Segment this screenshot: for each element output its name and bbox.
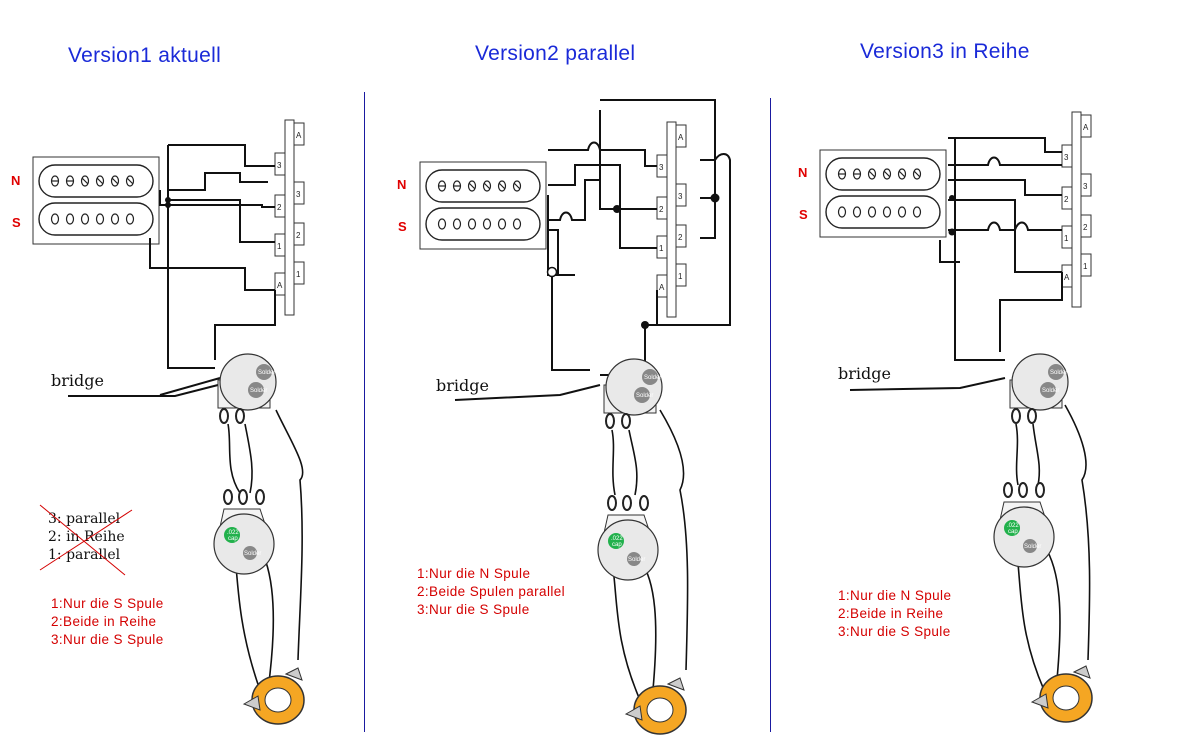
panel1-notes: 1:Nur die S Spule 2:Beide in Reihe 3:Nur…	[51, 595, 164, 649]
panel1-title: Version1 aktuell	[68, 44, 222, 67]
panel3-s-label: S	[799, 207, 808, 222]
panel2-humbucker	[419, 161, 547, 250]
panel1-switch	[274, 119, 305, 316]
crossed-note-line: 2: in Reihe	[48, 529, 125, 545]
divider-1	[364, 92, 365, 732]
panel2-n-label: N	[397, 177, 407, 192]
panel2-bridge-label: bridge	[436, 376, 489, 395]
crossed-note-line: 1: parallel	[48, 547, 121, 563]
panel1-diagram	[32, 119, 305, 725]
crossed-note-line: 3: parallel	[48, 511, 121, 527]
divider-2	[770, 98, 771, 732]
panel2-diagram	[419, 99, 731, 735]
panel2-title: Version2 parallel	[475, 42, 636, 65]
note-line: 3:Nur die S Spule	[51, 632, 164, 647]
note-line: 3:Nur die S Spule	[838, 624, 951, 639]
panel3-n-label: N	[798, 165, 808, 180]
panel1-bridge-label: bridge	[51, 371, 104, 390]
note-line: 2:Beide in Reihe	[838, 606, 944, 621]
panel3-diagram	[819, 111, 1093, 723]
panel2-notes: 1:Nur die N Spule 2:Beide Spulen paralle…	[417, 565, 565, 619]
note-line: 1:Nur die N Spule	[838, 588, 952, 603]
panel3-notes: 1:Nur die N Spule 2:Beide in Reihe 3:Nur…	[838, 587, 951, 641]
panel2-switch	[656, 121, 687, 318]
panel3-humbucker	[819, 149, 947, 238]
note-line: 1:Nur die N Spule	[417, 566, 531, 581]
panel1-n-label: N	[11, 173, 21, 188]
panel1-s-label: S	[12, 215, 21, 230]
note-line: 1:Nur die S Spule	[51, 596, 164, 611]
panel3-switch	[1061, 111, 1092, 308]
note-line: 3:Nur die S Spule	[417, 602, 530, 617]
panel1-crossed-notes: 3: parallel 2: in Reihe 1: parallel	[48, 510, 125, 564]
panel3-bridge-label: bridge	[838, 364, 891, 383]
note-line: 2:Beide in Reihe	[51, 614, 157, 629]
panel3-title: Version3 in Reihe	[860, 40, 1030, 63]
note-line: 2:Beide Spulen parallel	[417, 584, 566, 599]
panel1-humbucker	[32, 156, 160, 245]
panel2-s-label: S	[398, 219, 407, 234]
